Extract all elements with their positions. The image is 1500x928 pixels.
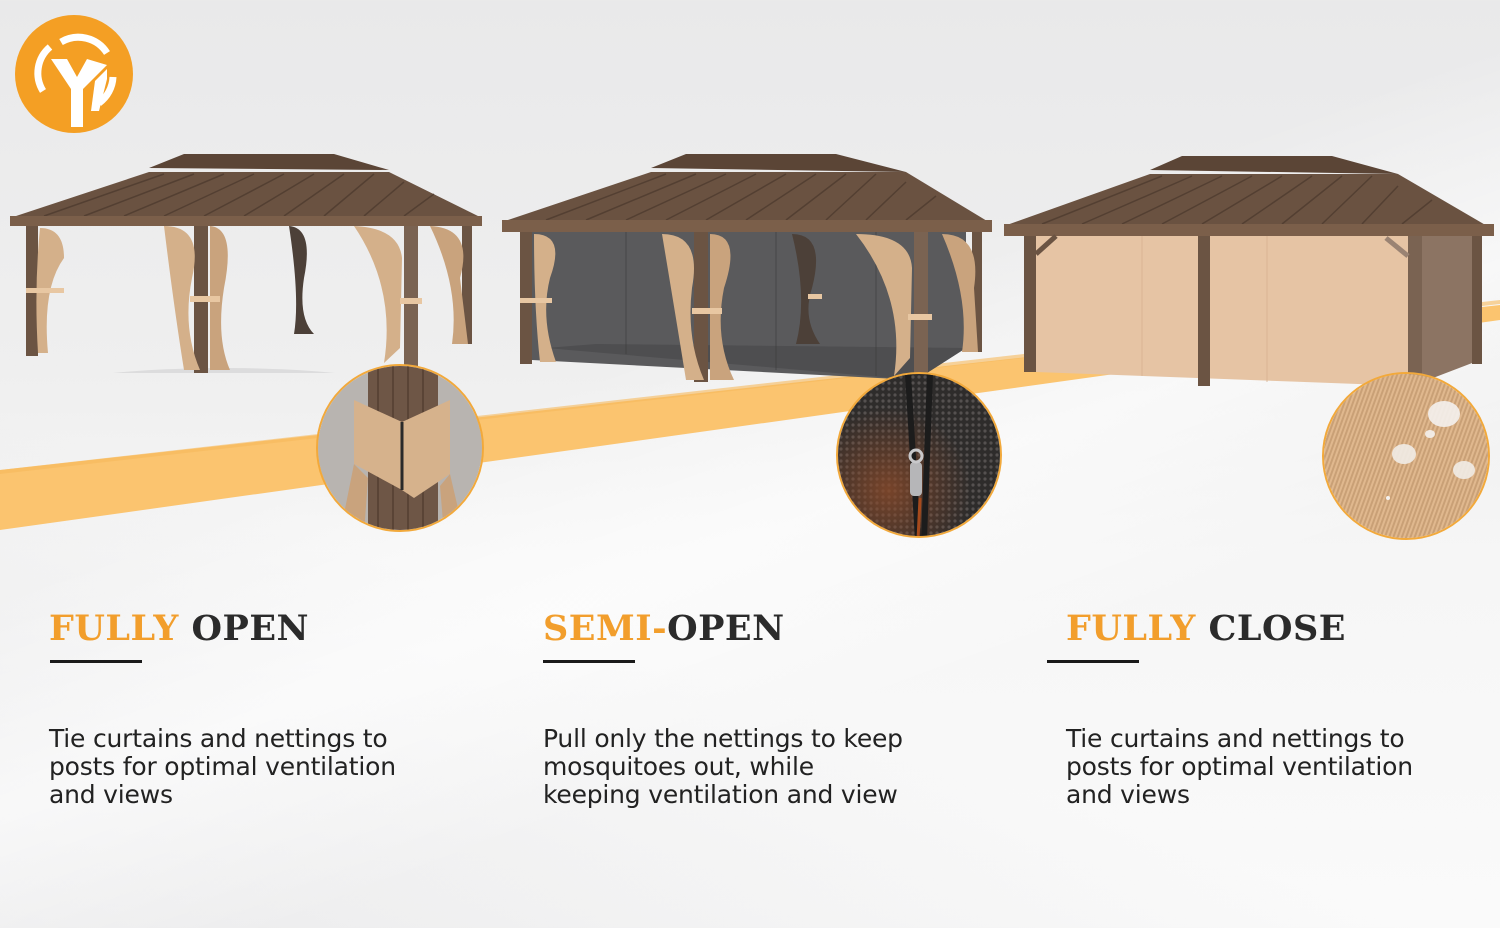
description-line: keeping ventilation and view: [543, 780, 898, 809]
title-accent: FULLY: [1066, 608, 1196, 649]
brand-logo: [15, 15, 133, 133]
waterproof-fabric-closeup: [1322, 372, 1490, 540]
description-line: posts for optimal ventilation: [1066, 752, 1413, 781]
gazebo-fully-open-image: [4, 148, 486, 428]
title-underline: [50, 660, 142, 663]
title-accent: FULLY: [49, 608, 179, 649]
gazebo-fully-close-image: [1002, 150, 1500, 390]
description-line: mosquitoes out, while: [543, 752, 814, 781]
title-underline: [1047, 660, 1139, 663]
panel-title: FULLY CLOSE: [1047, 604, 1497, 654]
description-line: Tie curtains and nettings to: [1066, 724, 1405, 753]
title-rest: OPEN: [178, 608, 310, 649]
panel-description: Tie curtains and nettings to posts for o…: [1047, 725, 1497, 809]
title-underline: [543, 660, 635, 663]
description-line: Tie curtains and nettings to: [49, 724, 388, 753]
panel-title: SEMI-OPEN: [543, 604, 963, 654]
panel-description: Pull only the nettings to keep mosquitoe…: [543, 725, 963, 809]
panel-description: Tie curtains and nettings to posts for o…: [49, 725, 469, 809]
panel-title: FULLY OPEN: [49, 604, 469, 654]
panel-semi-open: SEMI-OPEN Pull only the nettings to keep…: [543, 604, 963, 809]
description-line: posts for optimal ventilation: [49, 752, 396, 781]
gazebo-semi-open-image: [496, 148, 996, 388]
netting-zipper-closeup: [836, 372, 1002, 538]
description-line: Pull only the nettings to keep: [543, 724, 903, 753]
title-accent: SEMI-: [543, 608, 668, 649]
description-line: and views: [1066, 780, 1190, 809]
description-line: and views: [49, 780, 173, 809]
curtain-tie-closeup: [316, 364, 484, 532]
y-monogram-logo-icon: [15, 15, 133, 133]
panel-fully-close: FULLY CLOSE Tie curtains and nettings to…: [1047, 604, 1497, 809]
title-rest: CLOSE: [1195, 608, 1346, 649]
panel-fully-open: FULLY OPEN Tie curtains and nettings to …: [49, 604, 469, 809]
title-rest: OPEN: [667, 608, 785, 649]
